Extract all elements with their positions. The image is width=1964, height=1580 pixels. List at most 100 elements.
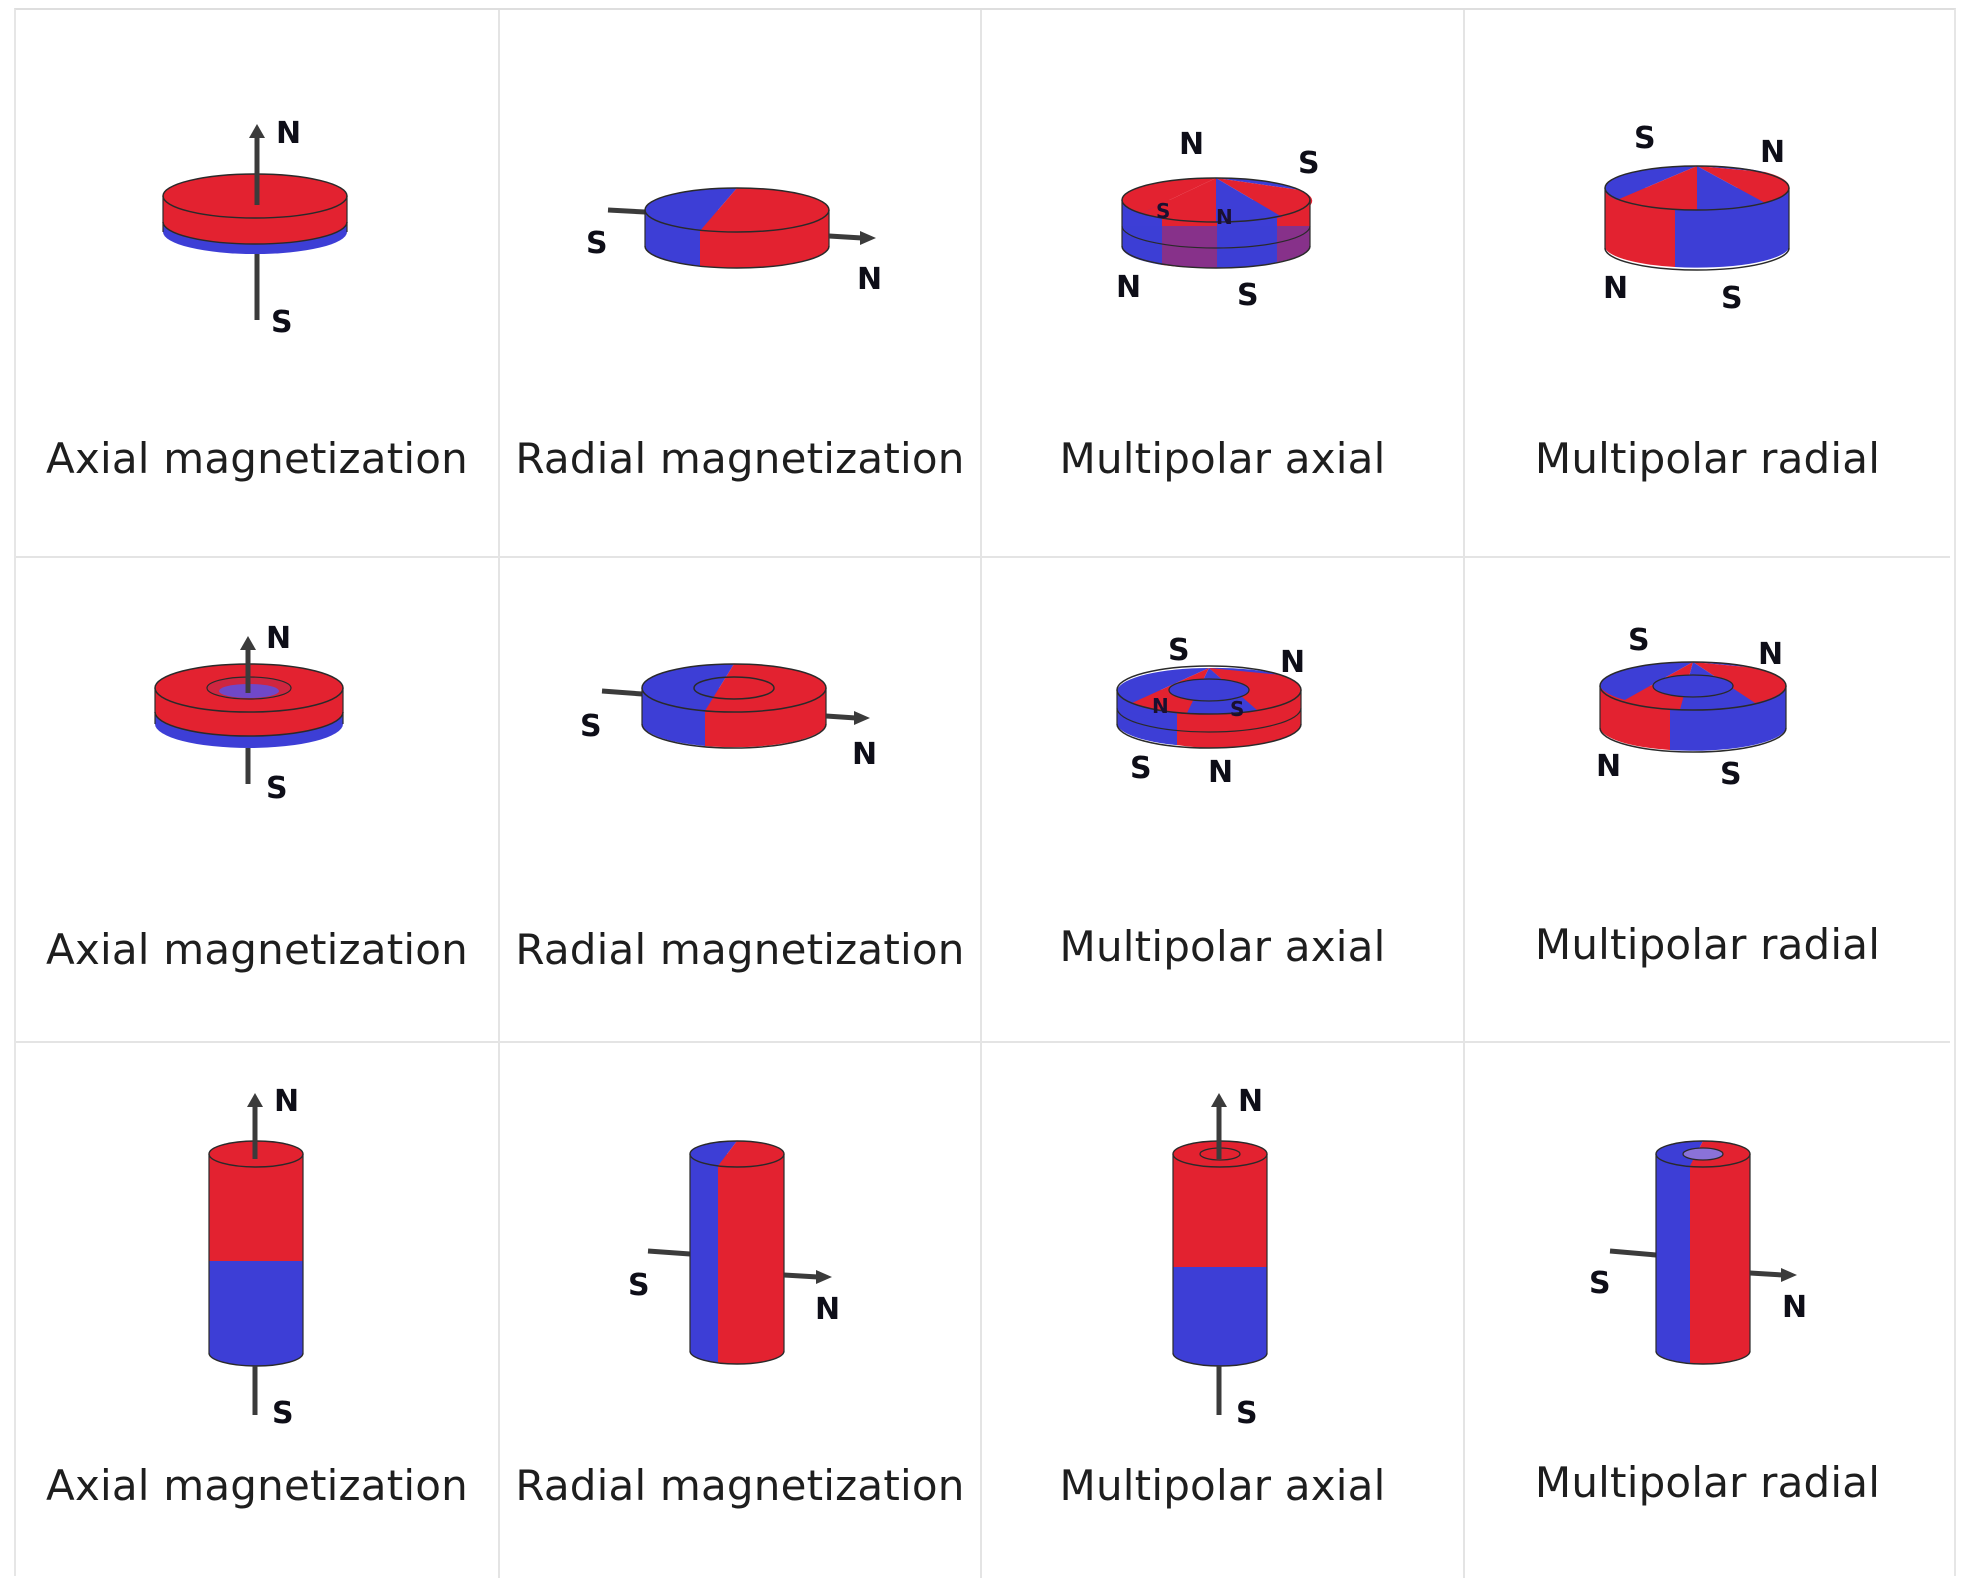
caption: Multipolar axial <box>1059 922 1386 971</box>
disc-radial-illustration: S N <box>586 187 882 297</box>
pole-label: N <box>1216 205 1233 229</box>
pole-label: S <box>1298 146 1320 181</box>
magnetization-arrow <box>828 233 863 241</box>
pole-label: N <box>274 1084 299 1119</box>
caption: Axial magnetization <box>46 434 468 483</box>
disc-multipolar-radial-illustration: S N N S <box>1603 121 1790 316</box>
pole-label: S <box>272 1396 294 1431</box>
arrow-head <box>249 124 265 138</box>
caption: Radial magnetization <box>515 1461 965 1510</box>
magnet-disc-multipolar-axial <box>1121 177 1313 269</box>
cell-disc-multipolar-axial: N S S N N S Multipolar axial <box>982 10 1465 558</box>
magnetization-rod <box>1609 1248 1657 1258</box>
pole-label: S <box>266 771 288 806</box>
cylinder-multipolar-axial-illustration: N S <box>1172 1084 1268 1431</box>
cell-ring-multipolar-axial: S N N S S N Multipolar axial <box>982 558 1465 1043</box>
pole-label: N <box>1238 1084 1263 1119</box>
magnetization-rod <box>647 1248 691 1257</box>
pole-label: N <box>1152 694 1169 718</box>
pole-label: S <box>1130 751 1152 786</box>
pole-label: S <box>1168 633 1190 668</box>
magnet-cylinder-radial <box>689 1140 785 1365</box>
caption: Axial magnetization <box>46 1461 468 1510</box>
pole-label: S <box>1236 1396 1258 1431</box>
cell-cylinder-axial: N S Axial magnetization <box>16 1043 500 1578</box>
ring-radial-illustration: S N <box>580 663 877 772</box>
pole-label: S <box>1237 278 1259 313</box>
magnet-disc-multipolar-radial <box>1604 165 1790 271</box>
pole-label: N <box>276 116 301 151</box>
magnetization-table: N S Axial magnetization <box>14 8 1956 1578</box>
pole-label: S <box>1589 1266 1611 1301</box>
pole-label: N <box>815 1292 840 1327</box>
pole-label: N <box>852 737 877 772</box>
arrow-head <box>860 231 876 245</box>
ring-multipolar-radial-illustration: S N N S <box>1596 623 1787 792</box>
pole-label: S <box>580 709 602 744</box>
magnetization-arrow <box>783 1272 819 1280</box>
arrow-head <box>247 1093 263 1107</box>
caption: Multipolar radial <box>1534 434 1881 483</box>
cell-cylinder-multipolar-radial: S N Multipolar radial <box>1465 1043 1950 1578</box>
caption: Multipolar radial <box>1534 1458 1881 1507</box>
pole-label: S <box>1156 199 1170 223</box>
pole-label: S <box>1634 121 1656 156</box>
pole-label: S <box>1721 281 1743 316</box>
cylinder-axial-illustration: N S <box>208 1084 304 1431</box>
magnet-disc-axial <box>162 173 348 254</box>
cell-disc-axial: N S Axial magnetization <box>16 10 500 558</box>
pole-label: N <box>1760 135 1785 170</box>
magnet-cylinder-multipolar-axial <box>1172 1140 1268 1367</box>
magnetization-rod <box>607 207 646 215</box>
magnetization-rod <box>601 688 643 697</box>
caption: Multipolar axial <box>1059 434 1386 483</box>
pole-label: N <box>1782 1290 1807 1325</box>
magnet-disc-radial <box>644 187 830 269</box>
arrow-head <box>1211 1093 1227 1107</box>
pole-label: N <box>1758 637 1783 672</box>
pole-label: N <box>1179 127 1204 162</box>
cell-cylinder-multipolar-axial: N S Multipolar axial <box>982 1043 1465 1578</box>
pole-label: N <box>1208 755 1233 790</box>
cell-cylinder-radial: S N Radial magnetization <box>500 1043 982 1578</box>
ring-multipolar-axial-illustration: S N N S S N <box>1116 633 1305 790</box>
arrow-head <box>854 711 870 725</box>
cylinder-radial-illustration: S N <box>628 1140 840 1365</box>
pole-label: S <box>586 226 608 261</box>
cylinder-multipolar-radial-illustration: S N <box>1589 1140 1807 1365</box>
pole-label: S <box>1720 757 1742 792</box>
caption: Axial magnetization <box>46 925 468 974</box>
magnet-cylinder-axial <box>208 1140 304 1367</box>
pole-label: N <box>1603 271 1628 306</box>
pole-label: N <box>1596 749 1621 784</box>
magnetization-arrow <box>825 713 857 721</box>
arrow-head <box>240 636 256 650</box>
caption: Multipolar axial <box>1059 1461 1386 1510</box>
pole-label: N <box>1280 645 1305 680</box>
magnet-cylinder-multipolar-radial <box>1655 1140 1751 1365</box>
cell-ring-axial: N S Axial magnetization <box>16 558 500 1043</box>
disc-axial-illustration: N S <box>162 116 348 340</box>
cell-ring-multipolar-radial: S N N S Multipolar radial <box>1465 558 1950 1043</box>
cell-disc-multipolar-radial: S N N S Multipolar radial <box>1465 10 1950 558</box>
pole-label: S <box>628 1268 650 1303</box>
pole-label: S <box>1628 623 1650 658</box>
caption: Multipolar radial <box>1534 920 1881 969</box>
pole-label: N <box>857 262 882 297</box>
arrow-head <box>816 1270 832 1284</box>
pole-label: N <box>266 621 291 656</box>
pole-label: N <box>1116 270 1141 305</box>
cell-ring-radial: S N Radial magnetization <box>500 558 982 1043</box>
magnetization-arrow <box>1749 1270 1784 1278</box>
pole-label: S <box>1230 697 1244 721</box>
magnet-ring-multipolar-axial <box>1116 665 1302 749</box>
caption: Radial magnetization <box>515 925 965 974</box>
ring-axial-illustration: N S <box>154 621 344 806</box>
arrow-head <box>1781 1268 1797 1282</box>
disc-multipolar-axial-illustration: N S S N N S <box>1116 127 1320 313</box>
magnet-ring-radial <box>641 663 827 749</box>
cell-disc-radial: S N Radial magnetization <box>500 10 982 558</box>
pole-label: S <box>271 305 293 340</box>
magnetization-grid: N S Axial magnetization <box>16 10 1954 1578</box>
caption: Radial magnetization <box>515 434 965 483</box>
